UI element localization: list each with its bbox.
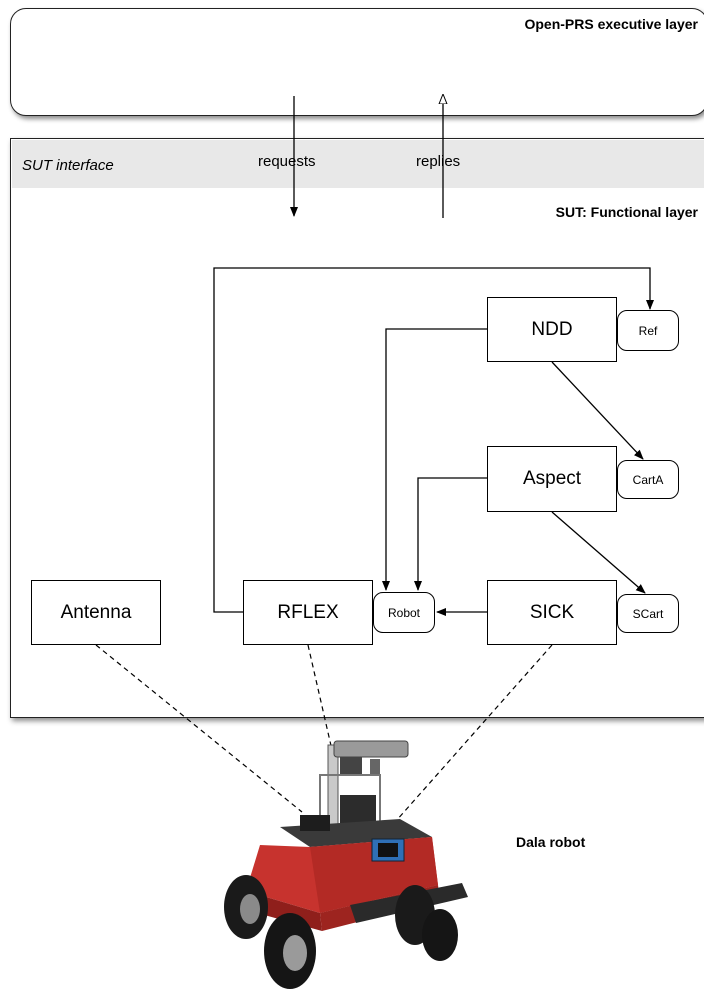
robot-port: Robot	[373, 592, 435, 633]
functional-layer-title: SUT: Functional layer	[555, 204, 698, 220]
executive-layer-title: Open-PRS executive layer	[524, 16, 698, 32]
aspect-to-robot-wire	[414, 477, 487, 591]
rflex-module: RFLEX	[243, 580, 373, 645]
ndd-to-robot-wire	[382, 328, 487, 591]
executive-layer-box	[10, 8, 704, 116]
carta-port: CartA	[617, 460, 679, 499]
ndd-to-carta-wire	[551, 361, 644, 460]
requests-label: requests	[258, 153, 316, 170]
scart-port: SCart	[617, 594, 679, 633]
antenna-module: Antenna	[31, 580, 161, 645]
ndd-module: NDD	[487, 297, 617, 362]
dala-robot-image	[224, 740, 468, 989]
sut-interface-band	[12, 140, 704, 188]
rflex-to-ref-wire	[213, 267, 654, 613]
ref-port: Ref	[617, 310, 679, 351]
sick-module: SICK	[487, 580, 617, 645]
replies-label: replies	[416, 153, 461, 170]
antenna-dashed-link	[95, 644, 303, 813]
sut-interface-label: SUT interface	[22, 157, 114, 174]
aspect-to-scart-wire	[551, 511, 646, 594]
aspect-module: Aspect	[487, 446, 617, 512]
dala-robot-label: Dala robot	[516, 834, 586, 850]
